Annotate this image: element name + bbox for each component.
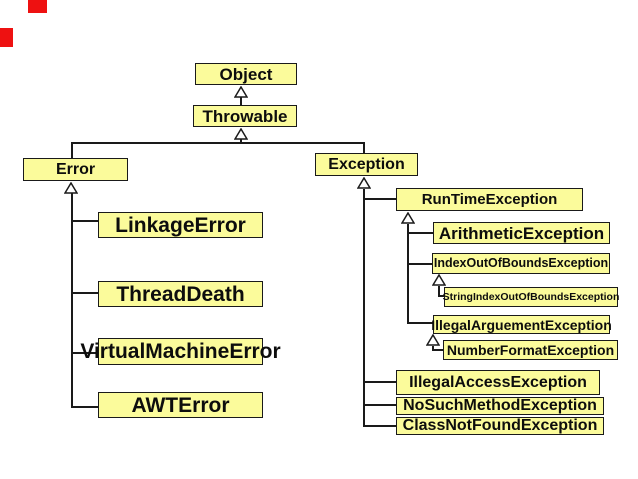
connector-bus-throwable-children bbox=[71, 142, 365, 144]
class-box-number-format-exception: NumberFormatException bbox=[443, 340, 618, 360]
class-box-linkage-error: LinkageError bbox=[98, 212, 263, 238]
red-corner-mark-top bbox=[28, 0, 47, 13]
branch-virtual-machine-error bbox=[71, 352, 98, 354]
inheritance-arrowhead-error-icon bbox=[64, 182, 78, 194]
branch-runtime-exception bbox=[363, 198, 396, 200]
class-box-class-not-found-exception: ClassNotFoundException bbox=[396, 417, 604, 435]
branch-class-not-found-exception bbox=[363, 425, 396, 427]
exception-children-spine bbox=[363, 189, 365, 427]
elbow-number-format-vertical bbox=[432, 346, 434, 351]
class-box-string-index-out-of-bounds-exception: StringIndexOutOfBoundsException bbox=[443, 287, 619, 307]
class-box-illegal-access-exception: IllegalAccessException bbox=[396, 370, 600, 395]
class-box-thread-death: ThreadDeath bbox=[98, 281, 263, 307]
class-box-throwable: Throwable bbox=[193, 105, 297, 127]
runtime-children-spine bbox=[407, 224, 409, 323]
connector-bus-to-error bbox=[71, 142, 73, 159]
error-children-spine bbox=[71, 193, 73, 408]
inheritance-arrowhead-exception-icon bbox=[357, 177, 371, 189]
class-box-no-such-method-exception: NoSuchMethodException bbox=[396, 397, 604, 415]
class-box-virtual-machine-error: VirtualMachineError bbox=[80, 338, 281, 365]
class-box-exception: Exception bbox=[315, 153, 418, 176]
connector-bus-to-exception bbox=[363, 142, 365, 154]
class-box-runtime-exception: RunTimeException bbox=[396, 188, 583, 211]
connector-object-throwable bbox=[240, 97, 242, 106]
red-corner-mark-left bbox=[0, 28, 13, 47]
inheritance-arrowhead-throwable-icon bbox=[234, 128, 248, 140]
class-box-index-out-of-bounds-exception: IndexOutOfBoundsException bbox=[432, 253, 610, 274]
elbow-string-index-horizontal bbox=[438, 295, 445, 297]
elbow-number-format-horizontal bbox=[432, 349, 444, 351]
class-box-error: Error bbox=[23, 158, 128, 181]
elbow-string-index-vertical bbox=[438, 286, 440, 297]
branch-illegal-arguement bbox=[407, 322, 433, 324]
inheritance-arrowhead-object-icon bbox=[234, 86, 248, 98]
class-box-illegal-arguement-exception: IllegalArguementException bbox=[431, 315, 612, 334]
class-box-arithmetic-exception: ArithmeticException bbox=[433, 222, 610, 244]
connector-throwable-stub bbox=[240, 139, 242, 144]
branch-arithmetic-exception bbox=[407, 232, 433, 234]
branch-thread-death bbox=[71, 292, 98, 294]
branch-no-such-method-exception bbox=[363, 404, 396, 406]
inheritance-arrowhead-runtime-icon bbox=[401, 212, 415, 224]
inheritance-arrowhead-illegalarg-icon bbox=[426, 334, 440, 346]
branch-awt-error bbox=[71, 406, 98, 408]
inheritance-arrowhead-indexoob-icon bbox=[432, 274, 446, 286]
branch-illegal-access-exception bbox=[363, 381, 396, 383]
branch-index-out-of-bounds bbox=[407, 263, 432, 265]
branch-linkage-error bbox=[71, 220, 98, 222]
class-box-object: Object bbox=[195, 63, 297, 85]
class-box-awt-error: AWTError bbox=[98, 392, 263, 418]
